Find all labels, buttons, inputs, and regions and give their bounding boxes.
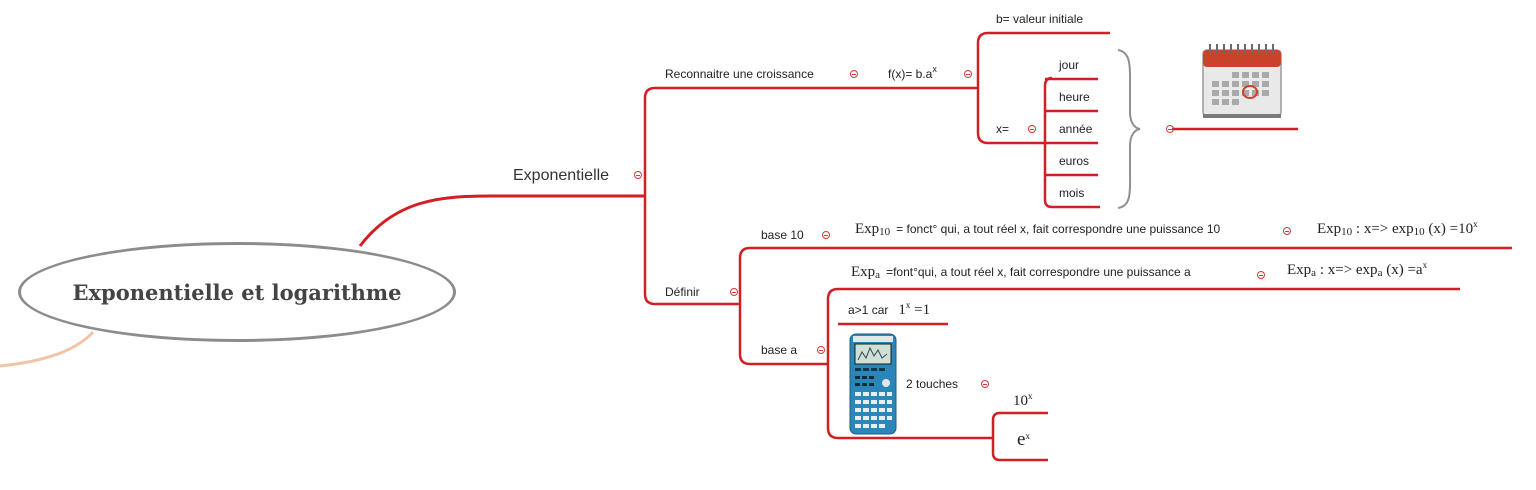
topic-reconnaitre[interactable]: Reconnaitre une croissance bbox=[665, 67, 814, 81]
map-exponent: x bbox=[1422, 260, 1428, 270]
collapse-toggle-basea-definition[interactable] bbox=[1257, 271, 1265, 279]
map-sub1: 10 bbox=[1341, 226, 1353, 238]
topic-condition[interactable]: a>1 car 1x =1 bbox=[848, 300, 931, 319]
collapse-toggle-basea[interactable] bbox=[817, 346, 825, 354]
map-exp: Exp bbox=[1287, 262, 1312, 278]
exp-label: Exp bbox=[851, 264, 876, 280]
topic-basea[interactable]: base a bbox=[761, 343, 798, 357]
definition-text: =font°qui, a tout réel x, fait correspon… bbox=[886, 265, 1191, 279]
central-topic[interactable]: Exponentielle et logarithme bbox=[18, 242, 456, 342]
map-mid: : x=> exp bbox=[1352, 221, 1414, 237]
condition-base: 1 bbox=[898, 302, 906, 318]
exp-subscript: 10 bbox=[879, 226, 891, 238]
topic-unit-heure[interactable]: heure bbox=[1059, 90, 1090, 104]
key-ex-base: e bbox=[1017, 429, 1026, 450]
map-sub2: a bbox=[1377, 267, 1383, 279]
collapse-toggle-2-touches[interactable] bbox=[981, 380, 989, 388]
map-end: (x) =a bbox=[1382, 262, 1423, 278]
topic-formula[interactable]: f(x)= b.ax bbox=[888, 64, 937, 82]
topic-x[interactable]: x= bbox=[996, 122, 1010, 136]
condition-exponent: x bbox=[905, 300, 911, 310]
topic-unit-jour[interactable]: jour bbox=[1059, 58, 1080, 72]
topic-2-touches[interactable]: 2 touches bbox=[906, 377, 959, 391]
collapse-toggle-base10[interactable] bbox=[822, 231, 830, 239]
calendar-icon bbox=[1202, 44, 1282, 118]
key-10x-exponent: x bbox=[1028, 391, 1033, 401]
topic-basea-mapping[interactable]: Expa : x=> expa (x) =ax bbox=[1287, 260, 1428, 282]
collapse-toggle-reconnaitre[interactable] bbox=[850, 70, 858, 78]
central-topic-label: Exponentielle et logarithme bbox=[72, 279, 402, 305]
curly-brace bbox=[1117, 49, 1141, 209]
topic-unit-euros[interactable]: euros bbox=[1059, 154, 1090, 168]
map-exponent: x bbox=[1473, 219, 1478, 229]
topic-base10-mapping[interactable]: Exp10 : x=> exp10 (x) =10x bbox=[1317, 219, 1478, 241]
formula-text: f(x)= b.a bbox=[888, 67, 933, 81]
map-sub1: a bbox=[1311, 267, 1317, 279]
faded-branch-line bbox=[0, 330, 95, 368]
formula-exponent: x bbox=[932, 64, 937, 74]
topic-unit-mois[interactable]: mois bbox=[1059, 186, 1085, 200]
condition-label: a>1 car bbox=[848, 303, 889, 317]
topic-basea-definition[interactable]: Expa =font°qui, a tout réel x, fait corre… bbox=[851, 264, 1191, 284]
collapse-toggle-exponentielle[interactable] bbox=[634, 171, 642, 179]
map-sub2: 10 bbox=[1413, 226, 1425, 238]
topic-unit-annee[interactable]: année bbox=[1059, 122, 1093, 136]
calculator-icon bbox=[849, 333, 897, 435]
topic-key-10x[interactable]: 10x bbox=[1013, 391, 1033, 410]
topic-base10[interactable]: base 10 bbox=[761, 228, 804, 242]
map-mid: : x=> exp bbox=[1316, 262, 1378, 278]
definition-text: = fonct° qui, a tout réel x, fait corres… bbox=[896, 222, 1221, 236]
collapse-toggle-definir[interactable] bbox=[730, 288, 738, 296]
exp-subscript: a bbox=[875, 269, 881, 281]
collapse-toggle-calendar[interactable] bbox=[1166, 125, 1174, 133]
exp-label: Exp bbox=[855, 221, 880, 237]
collapse-toggle-x[interactable] bbox=[1028, 125, 1036, 133]
topic-exponentielle[interactable]: Exponentielle bbox=[513, 167, 610, 184]
topic-base10-definition[interactable]: Exp10 = fonct° qui, a tout réel x, fait c… bbox=[855, 221, 1220, 241]
collapse-toggle-base10-definition[interactable] bbox=[1283, 227, 1291, 235]
map-exp: Exp bbox=[1317, 221, 1342, 237]
collapse-toggle-formula[interactable] bbox=[964, 70, 972, 78]
topic-definir[interactable]: Définir bbox=[665, 285, 700, 299]
map-end: (x) =10 bbox=[1424, 221, 1474, 237]
key-10x-base: 10 bbox=[1013, 393, 1028, 409]
condition-result: =1 bbox=[910, 302, 931, 318]
key-ex-exponent: x bbox=[1025, 431, 1030, 441]
branch-exponentielle-line bbox=[358, 194, 645, 247]
topic-key-ex[interactable]: ex bbox=[1017, 430, 1030, 450]
topic-b-valeur-initiale[interactable]: b= valeur initiale bbox=[996, 12, 1084, 26]
